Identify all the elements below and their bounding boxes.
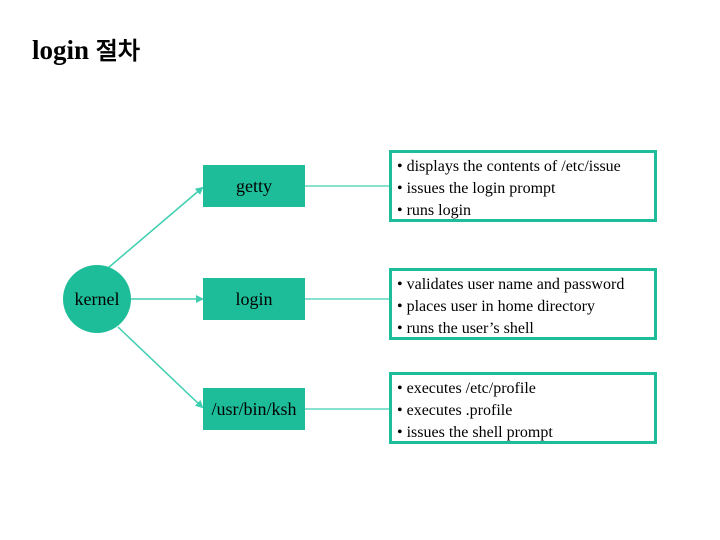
login-node: login xyxy=(203,278,305,320)
login-details-box: • validates user name and password • pla… xyxy=(389,268,657,340)
ksh-node: /usr/bin/ksh xyxy=(203,388,305,430)
ksh-detail-1: • executes /etc/profile xyxy=(397,380,536,397)
getty-detail-1: • displays the contents of /etc/issue xyxy=(397,158,621,175)
kernel-node: kernel xyxy=(63,265,131,333)
title-ko: 절차 xyxy=(95,37,140,65)
getty-node: getty xyxy=(203,165,305,207)
login-detail-3: • runs the user’s shell xyxy=(397,320,534,337)
getty-details-box: • displays the contents of /etc/issue • … xyxy=(389,150,657,222)
arrow-kernel-to-ksh xyxy=(117,326,204,409)
login-detail-1: • validates user name and password xyxy=(397,276,625,293)
ksh-detail-2: • executes .profile xyxy=(397,402,513,419)
login-detail-2: • places user in home directory xyxy=(397,298,595,315)
ksh-detail-3: • issues the shell prompt xyxy=(397,424,553,441)
page-title: login 절차 xyxy=(32,30,140,71)
ksh-label: /usr/bin/ksh xyxy=(211,398,297,419)
getty-label: getty xyxy=(236,175,272,196)
title-en: login xyxy=(32,35,90,65)
login-label: login xyxy=(235,288,273,309)
arrow-kernel-to-getty xyxy=(107,186,204,269)
getty-detail-3: • runs login xyxy=(397,202,472,219)
kernel-label: kernel xyxy=(74,288,120,309)
getty-detail-2: • issues the login prompt xyxy=(397,180,556,197)
ksh-details-box: • executes /etc/profile • executes .prof… xyxy=(389,372,657,444)
